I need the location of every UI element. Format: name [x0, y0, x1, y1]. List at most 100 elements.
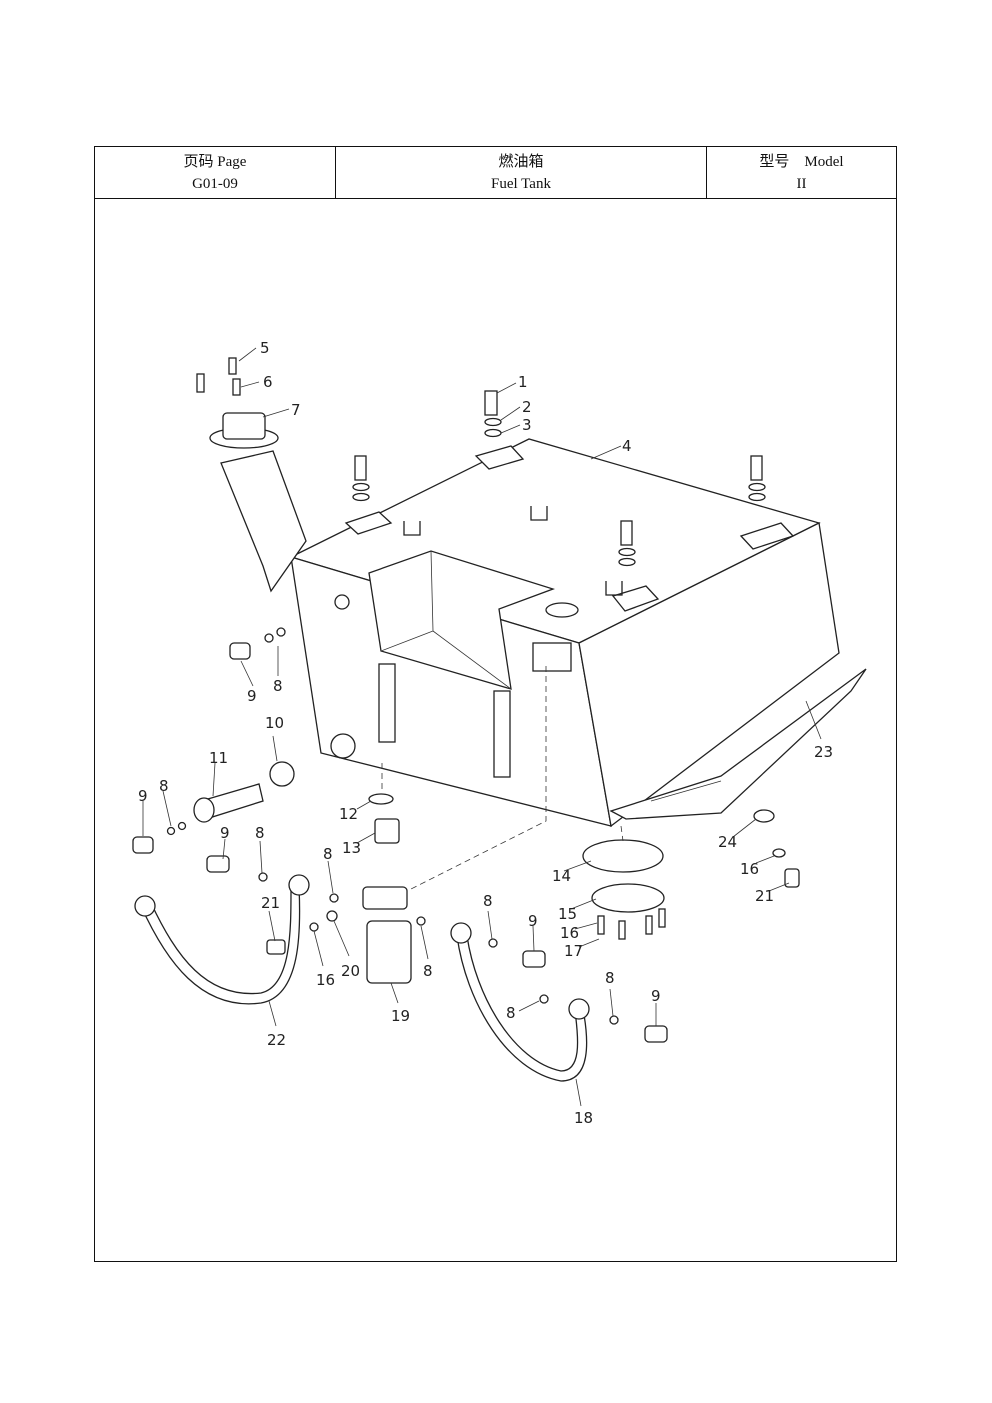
- callout-15: 15: [558, 905, 577, 923]
- callout-9-upper: 9: [247, 687, 257, 705]
- banjo-bolt-9-upper: [229, 642, 251, 660]
- banjo-bolt-9-bottom: [644, 1025, 668, 1043]
- callout-9-bottom: 9: [651, 987, 661, 1005]
- title-chinese: 燃油箱: [498, 153, 544, 170]
- tank-right-face: [578, 522, 840, 828]
- seal-8-lower-b2: [609, 1015, 619, 1025]
- page-cell: 页码 Page G01-09: [95, 147, 336, 198]
- page-number: G01-09: [192, 175, 238, 192]
- callout-21-right: 21: [755, 887, 774, 905]
- banjo-bolt-9-hose-18: [522, 950, 546, 968]
- callout-8-mid: 8: [255, 824, 265, 842]
- fuel-hose-18: [456, 935, 588, 1082]
- spacer-20: [326, 910, 338, 922]
- seal-8-lower-a2: [539, 994, 549, 1004]
- bolt-left: [354, 455, 367, 481]
- title-cell: 燃油箱 Fuel Tank: [336, 147, 707, 198]
- callout-1: 1: [518, 373, 528, 391]
- title-block: 页码 Page G01-09 燃油箱 Fuel Tank 型号 Model II: [95, 147, 896, 199]
- title-english: Fuel Tank: [491, 175, 551, 192]
- mount-pad-left: [344, 511, 393, 535]
- screw-5-left: [196, 373, 205, 393]
- mount-pad-center: [474, 445, 525, 470]
- hose-22-eye-a: [134, 895, 156, 917]
- page-label: 页码 Page: [183, 153, 247, 170]
- callout-10: 10: [265, 714, 284, 732]
- screw-6: [232, 378, 241, 396]
- seal-8-lower-b: [177, 821, 187, 831]
- o-ring-10: [269, 761, 295, 787]
- callout-2: 2: [522, 398, 532, 416]
- callout-16-plate: 16: [560, 924, 579, 942]
- screw-17-d: [658, 908, 666, 928]
- exploded-view-drawing: 1 2 3 4 5 6 7 8 9 10 11 12 13 14 15 16 1…: [95, 199, 896, 1261]
- callout-14: 14: [552, 867, 571, 885]
- mount-pad-right-front: [611, 585, 660, 612]
- seal-8-hose-18: [488, 938, 498, 948]
- plug-13: [374, 818, 400, 844]
- washer-2: [484, 417, 502, 427]
- fuel-tank-exploded-diagram: 1 2 3 4 5 6 7 8 9 10 11 12 13 14 15 16 1…: [132, 339, 867, 1127]
- seal-8-mid: [258, 872, 268, 882]
- callout-9-lower: 9: [138, 787, 148, 805]
- filler-neck: [220, 450, 307, 593]
- callout-21-left: 21: [261, 894, 280, 912]
- screw-17-c: [645, 915, 653, 935]
- filler-cap-7: [222, 412, 266, 440]
- callout-labels: 1 2 3 4 5 6 7 8 9 10 11 12 13 14 15 16 1…: [138, 339, 833, 1127]
- washer-16-left: [309, 922, 319, 932]
- callout-8-bottom-a: 8: [506, 1004, 516, 1022]
- o-ring-12: [368, 793, 394, 805]
- seal-8-filter-in: [329, 893, 339, 903]
- callout-19: 19: [391, 1007, 410, 1025]
- front-strap-left: [378, 663, 396, 743]
- bolt-right-rear: [750, 455, 763, 481]
- callout-3: 3: [522, 416, 532, 434]
- hose-18-eye-b: [568, 998, 590, 1020]
- callout-12: 12: [339, 805, 358, 823]
- callout-20: 20: [341, 962, 360, 980]
- model-value: II: [796, 175, 807, 192]
- seal-8-upper-b: [276, 627, 286, 637]
- callout-23: 23: [814, 743, 833, 761]
- bolt-right-front: [620, 520, 633, 546]
- callout-6: 6: [263, 373, 273, 391]
- callout-9-mid: 9: [220, 824, 230, 842]
- screw-17-b: [618, 920, 626, 940]
- model-cell: 型号 Model II: [707, 147, 896, 198]
- hose-22-eye-b: [288, 874, 310, 896]
- washer-3: [484, 428, 502, 438]
- lifting-handle-3: [605, 581, 623, 596]
- side-bracket: [532, 642, 572, 672]
- lifting-handle-2: [530, 506, 548, 521]
- callout-8-filter-in: 8: [323, 845, 333, 863]
- callout-16-left: 16: [316, 971, 335, 989]
- screw-5: [228, 357, 237, 375]
- lifting-handle-1: [403, 521, 421, 536]
- skid-plate-23: [609, 668, 867, 820]
- callout-8-upper: 8: [273, 677, 283, 695]
- seal-8-upper-a: [264, 633, 274, 643]
- callout-5: 5: [260, 339, 270, 357]
- filter-element-19: [366, 920, 412, 984]
- seal-8-filter-out: [416, 916, 426, 926]
- gasket-14: [582, 839, 664, 873]
- callout-8-hose: 8: [483, 892, 493, 910]
- callout-16-right: 16: [740, 860, 759, 878]
- return-port: [334, 594, 350, 610]
- bolt-21-left: [266, 939, 286, 955]
- parts-sheet-frame: 页码 Page G01-09 燃油箱 Fuel Tank 型号 Model II: [94, 146, 897, 1262]
- callout-22: 22: [267, 1031, 286, 1049]
- fuel-hose-22: [140, 885, 301, 1005]
- filter-head: [362, 886, 408, 910]
- sender-port: [545, 602, 579, 618]
- front-strap-right: [493, 690, 511, 778]
- callout-24: 24: [718, 833, 737, 851]
- callout-4: 4: [622, 437, 632, 455]
- seal-8-lower-a: [166, 826, 176, 836]
- bolt-1: [484, 390, 498, 416]
- callout-7: 7: [291, 401, 301, 419]
- washer-24: [753, 809, 775, 823]
- screw-17-a: [597, 915, 605, 935]
- banjo-bolt-9-lower: [132, 836, 154, 854]
